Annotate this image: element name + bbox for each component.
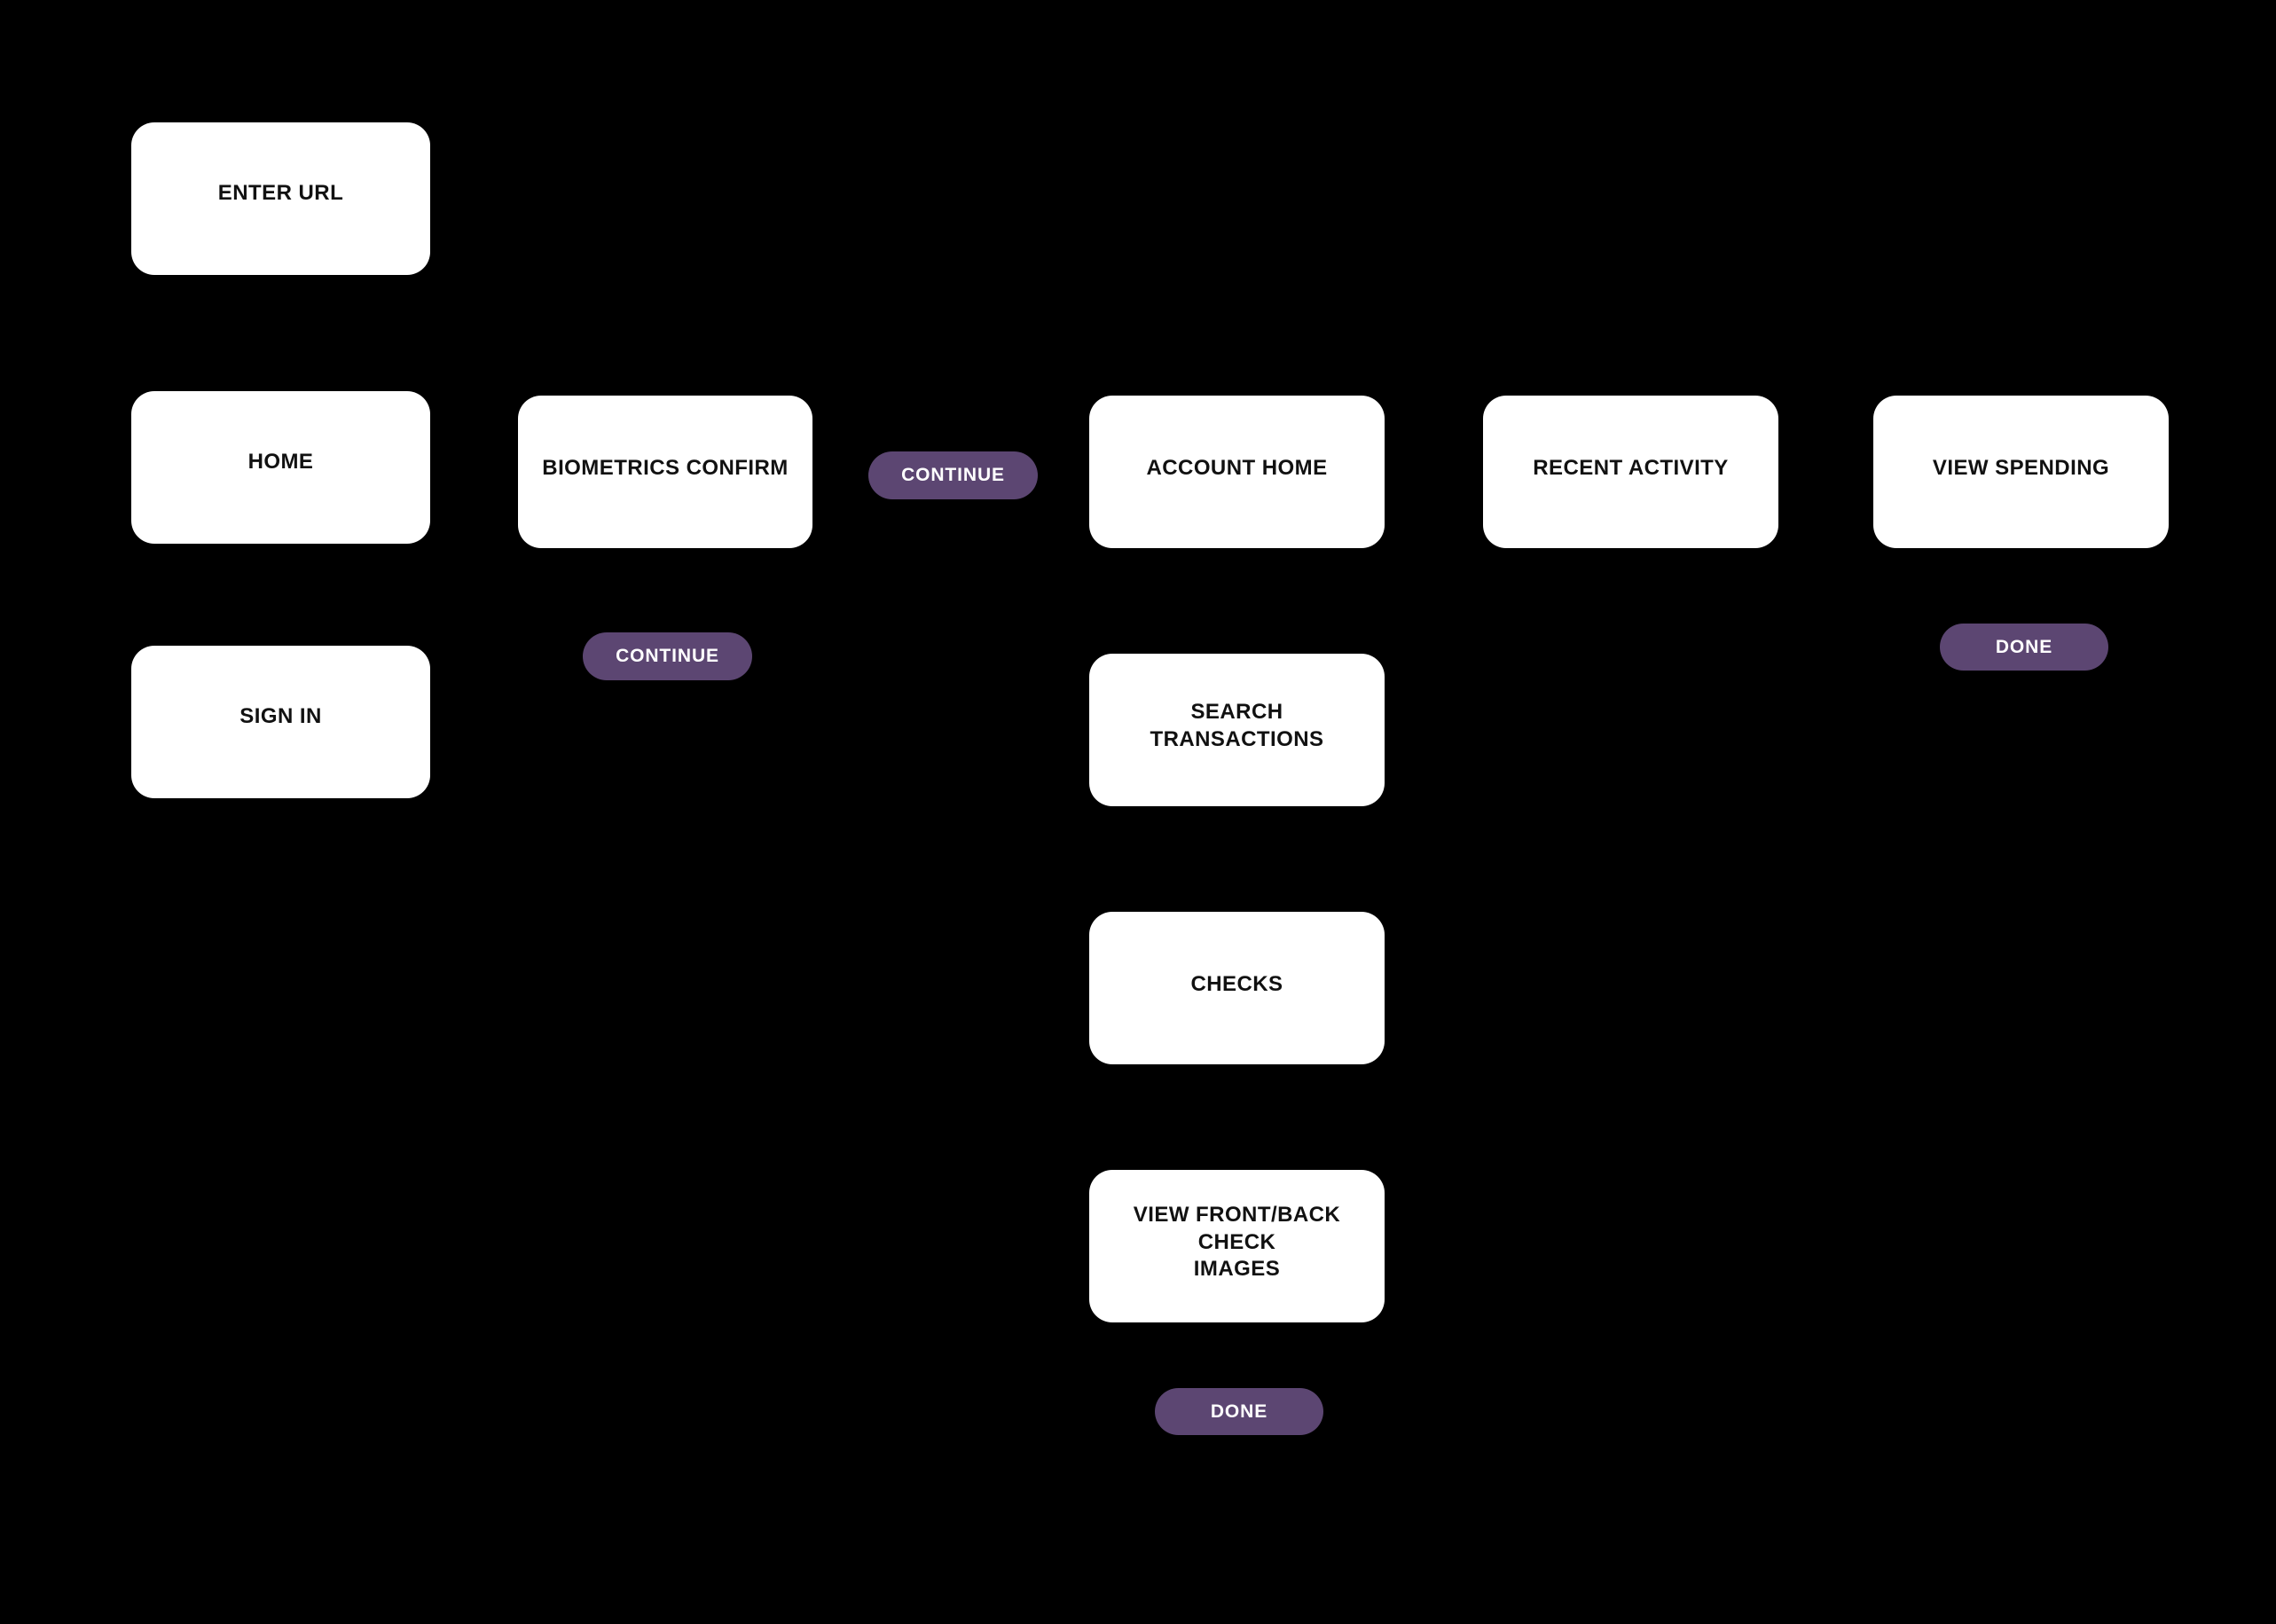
action-button-continue-biometrics[interactable]: CONTINUE	[868, 451, 1038, 499]
flow-node-label: SEARCH TRANSACTIONS	[1150, 700, 1324, 751]
action-button-label: CONTINUE	[616, 646, 719, 666]
flow-node-sign-in[interactable]: SIGN IN	[131, 646, 430, 798]
flow-node-enter-url[interactable]: ENTER URL	[131, 122, 430, 275]
flow-node-recent-activity[interactable]: RECENT ACTIVITY	[1483, 396, 1778, 548]
flow-node-search-trans[interactable]: SEARCH TRANSACTIONS	[1089, 654, 1385, 806]
action-button-continue-signin[interactable]: CONTINUE	[583, 632, 752, 680]
flow-node-label: CHECKS	[1190, 971, 1283, 996]
action-button-done-spending[interactable]: DONE	[1940, 624, 2108, 671]
action-button-label: DONE	[1210, 1400, 1268, 1422]
flow-node-home[interactable]: HOME	[131, 391, 430, 544]
flow-node-label: HOME	[247, 449, 314, 474]
action-button-label: DONE	[1995, 636, 2053, 657]
flow-node-account-home[interactable]: ACCOUNT HOME	[1089, 396, 1385, 548]
flow-node-label: ENTER URL	[217, 180, 344, 205]
flow-node-label: VIEW FRONT/BACK CHECK IMAGES	[1133, 1202, 1341, 1282]
action-button-label: CONTINUE	[901, 465, 1005, 485]
flow-node-label: BIOMETRICS CONFIRM	[542, 455, 789, 480]
action-button-done-checks[interactable]: DONE	[1155, 1388, 1323, 1435]
flow-node-label: SIGN IN	[239, 703, 322, 728]
flow-node-checks[interactable]: CHECKS	[1089, 912, 1385, 1064]
flow-node-view-spending[interactable]: VIEW SPENDING	[1873, 396, 2169, 548]
flow-node-biometrics[interactable]: BIOMETRICS CONFIRM	[518, 396, 812, 548]
flow-node-label: ACCOUNT HOME	[1146, 455, 1328, 480]
flow-node-label: VIEW SPENDING	[1932, 455, 2110, 480]
flow-node-label: RECENT ACTIVITY	[1533, 455, 1729, 480]
flow-node-check-images[interactable]: VIEW FRONT/BACK CHECK IMAGES	[1089, 1170, 1385, 1322]
